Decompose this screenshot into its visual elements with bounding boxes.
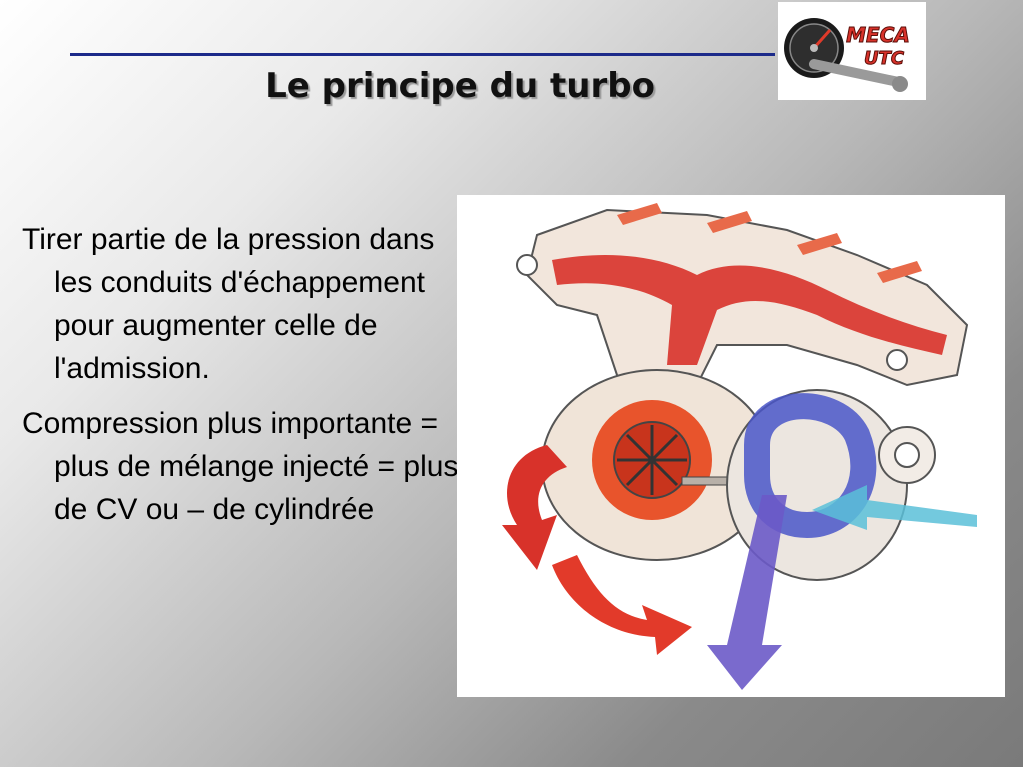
bullet-item: Tirer partie de la pression dans les con… — [22, 223, 435, 385]
turbocharger-illustration — [502, 203, 977, 690]
bullet-item: Compression plus importante = plus de mé… — [22, 407, 459, 526]
logo-line1: MECA — [846, 23, 910, 47]
slide-body: Tirer partie de la pression dans les con… — [22, 218, 472, 543]
meca-utc-logo: MECA UTC — [778, 2, 926, 100]
slide-title: Le principe du turbo — [265, 66, 655, 106]
title-rule — [70, 53, 775, 56]
gauge-icon — [784, 18, 908, 92]
turbo-figure — [457, 195, 1005, 697]
logo-line2: UTC — [864, 48, 905, 69]
